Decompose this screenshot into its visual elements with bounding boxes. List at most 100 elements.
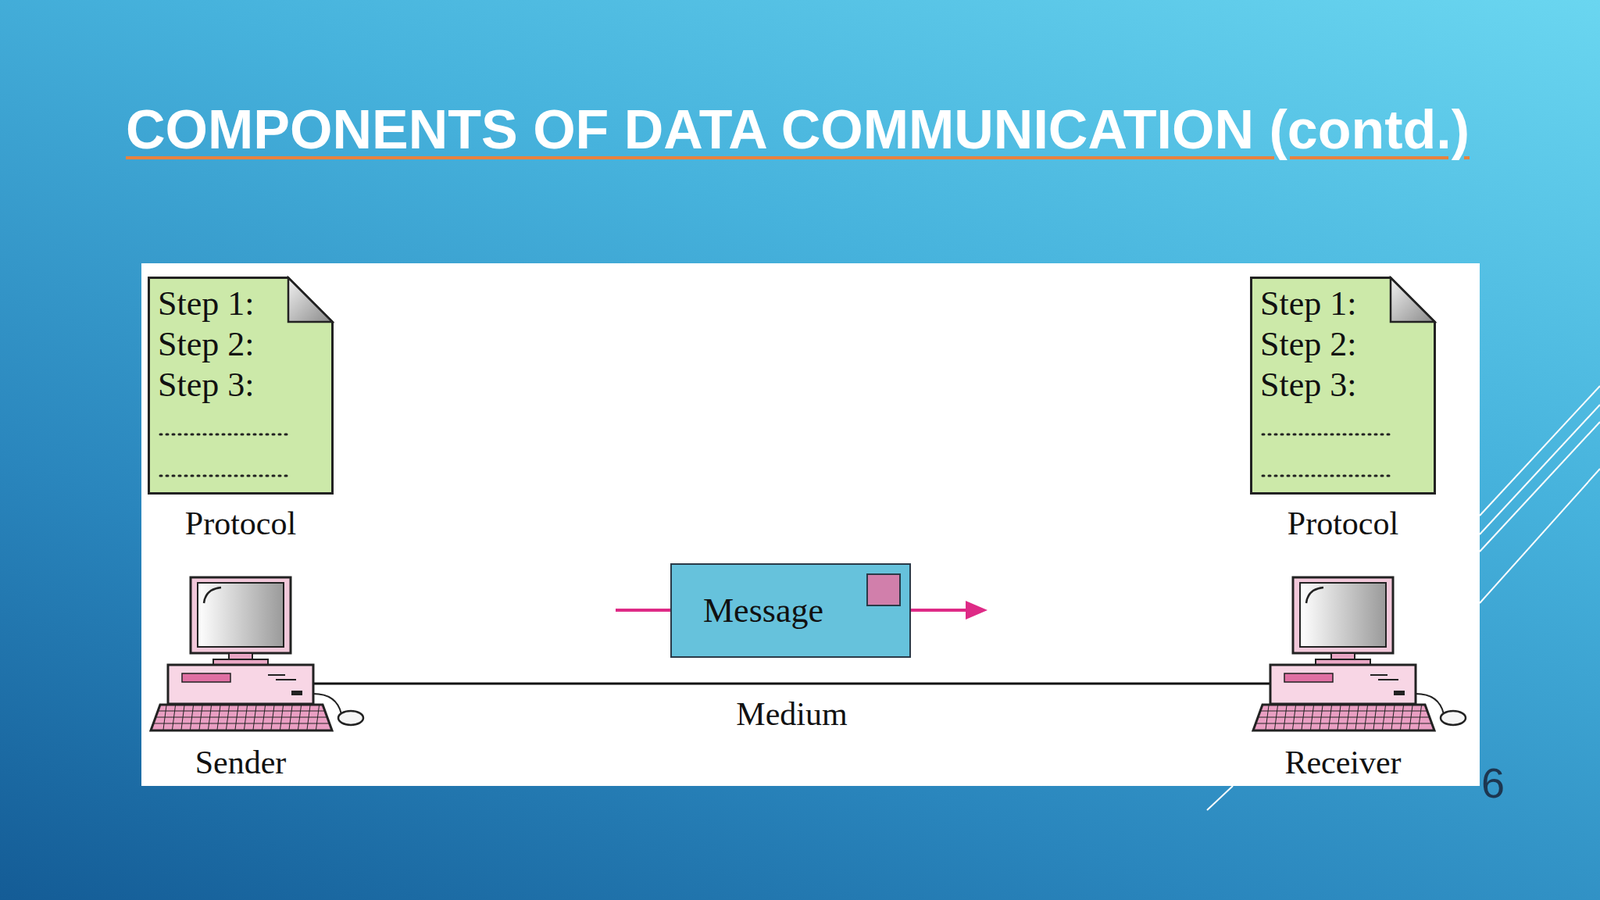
case-detail [1378,678,1399,681]
keyboard-key [1265,705,1269,730]
deco-line [1479,404,1600,535]
computer-node: Sender [167,576,314,783]
step-text: Step 3: [147,364,334,406]
message-box: Message [670,563,911,658]
keyboard-key [298,705,302,730]
keyboard-key [208,705,212,730]
monitor-screen [197,582,284,647]
case-detail [267,674,286,676]
deco-line [1479,468,1600,604]
drive-slot [182,673,231,683]
keyboard [1253,704,1435,731]
keyboard-key [1328,705,1333,730]
keyboard-key [1292,705,1297,730]
keyboard-key [1310,705,1315,730]
keyboard-key [1409,705,1413,730]
medium-line [313,682,1271,686]
mouse [338,710,364,725]
keyboard-key [217,705,221,730]
keyboard-key [307,705,311,730]
step-text: Step 3: [1250,364,1436,406]
monitor-frame [190,577,291,654]
keyboard-key [262,705,266,730]
computer-node: Receiver [1270,576,1416,783]
keyboard-row [156,716,327,718]
keyboard-key [1391,705,1395,730]
keyboard-key [235,705,239,730]
keyboard-key [1283,705,1287,730]
dotted-line [1262,433,1393,436]
keyboard-key [253,705,257,730]
step-text: Step 2: [1250,324,1436,365]
keyboard-key [1373,705,1377,730]
case-detail [1393,690,1405,696]
computer-case [167,664,314,704]
computer-label: Sender [167,742,314,783]
keyboard-row [153,722,329,724]
keyboard-key [1301,705,1305,730]
keyboard-row [1256,722,1432,724]
monitor-screen [1300,582,1386,647]
protocol-note: Step 1:Step 2:Step 3: [1250,276,1436,495]
keyboard-key [1346,705,1350,730]
keyboard-key [1364,705,1368,730]
keyboard-key [190,705,194,730]
keyboard-key [1400,705,1404,730]
deco-line [1479,385,1600,516]
protocol-node: Step 1:Step 2:Step 3: Protocol [147,276,334,543]
step-text: Step 1: [147,283,334,325]
keyboard-key [289,705,293,730]
step-text: Step 1: [1250,283,1436,325]
keyboard-key [280,705,284,730]
keyboard-key [1275,705,1279,730]
keyboard-key [172,705,176,730]
note-fold [288,278,333,323]
step-text: Step 2: [147,324,334,365]
keyboard-key [199,705,203,730]
protocol-note: Step 1:Step 2:Step 3: [147,276,334,495]
protocol-label: Protocol [147,503,334,543]
computer-case [1270,664,1416,704]
dotted-line [160,433,290,436]
deco-line [1479,421,1600,552]
arrow-tail [615,608,671,612]
edge-label: Medium [731,694,852,734]
keyboard-key [271,705,275,730]
case-detail [291,690,303,696]
note-fold [1390,278,1436,323]
protocol-node: Step 1:Step 2:Step 3: Protocol [1250,276,1436,543]
monitor-frame [1292,577,1393,654]
mouse [1440,710,1466,725]
mouse-cord [1415,693,1444,715]
arrow-head [965,600,988,620]
keyboard-key [181,705,185,730]
case-detail [1370,674,1388,676]
keyboard-row [1258,716,1429,718]
computer-icon [1253,576,1466,733]
dotted-line [1262,475,1393,478]
slide-number: 6 [1481,759,1505,807]
keyboard-key [1382,705,1386,730]
computer-icon [150,576,364,733]
slide-title: COMPONENTS OF DATA COMMUNICATION (contd.… [125,81,1533,179]
keyboard-key [316,705,320,730]
protocol-label: Protocol [1250,503,1436,543]
arrow-shaft [910,608,969,612]
case-detail [275,678,297,681]
deco-line [1207,785,1233,811]
message-text: Message [671,564,910,657]
keyboard [150,704,333,731]
stamp-square [866,573,901,607]
keyboard-key [1337,705,1341,730]
screen-glare [1306,587,1324,604]
keyboard-key [1319,705,1323,730]
keyboard-key [226,705,230,730]
mouse-cord [313,693,342,715]
computer-label: Receiver [1270,742,1416,783]
dotted-line [160,475,290,478]
keyboard-key [1355,705,1359,730]
drive-slot [1284,673,1333,683]
keyboard-key [1418,705,1422,730]
screen-glare [203,587,222,604]
keyboard-key [244,705,248,730]
